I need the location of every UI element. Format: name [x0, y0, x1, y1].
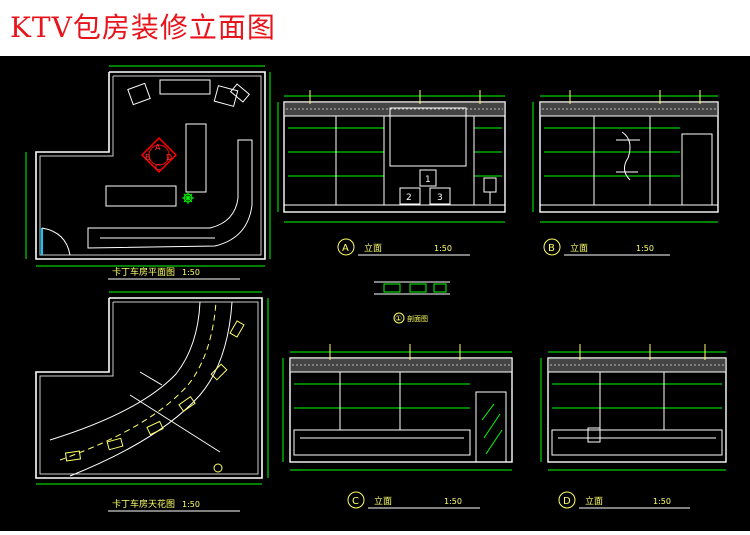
detail-section: [374, 281, 450, 324]
elevation-c-id: C: [352, 496, 359, 507]
elevation-a-scale: 1:50: [434, 244, 452, 253]
elevation-d-marker: [558, 491, 576, 509]
cabinet-number-1: 1: [425, 175, 431, 185]
elevation-a-cabinet-2: [399, 187, 421, 205]
elevation-d-sofa: [551, 429, 723, 456]
ceiling-light-2: [210, 363, 228, 381]
elevation-c-label: 立面: [374, 495, 392, 507]
floor-plan-door-swing: [41, 227, 71, 256]
elevation-c-frame: [289, 357, 513, 463]
elevation-a: [277, 90, 506, 223]
ceiling-plan-scale: 1:50: [182, 500, 200, 509]
detail-section-block-3: [433, 283, 447, 293]
cabinet-number-2: 2: [406, 193, 412, 203]
elevation-a-cabinet-1: [419, 169, 437, 187]
detail-section-block-1: [383, 283, 401, 293]
cad-drawing-area: A B D C 卡丁车房平面图 1:50 卡丁车房天花图 1:50: [0, 56, 750, 531]
detail-marker: [393, 312, 405, 324]
elevation-a-label: 立面: [364, 242, 382, 254]
ceiling-light-4: [146, 420, 164, 436]
floor-plan-scale: 1:50: [182, 268, 200, 277]
elevation-a-cabinet-3: [429, 187, 451, 205]
compass-label-b: B: [145, 153, 151, 162]
elevation-a-marker: [337, 238, 355, 256]
ceiling-downlight-icon: [213, 463, 223, 473]
floor-plan-cabinet: [105, 185, 177, 207]
elevation-c-scale: 1:50: [444, 497, 462, 506]
elevation-b-door: [681, 133, 713, 206]
cabinet-number-3: 3: [437, 193, 443, 203]
detail-id: ①: [395, 314, 402, 323]
ceiling-beam-1: [129, 394, 221, 453]
elevation-b-ceiling-band: [539, 101, 719, 117]
ceiling-plan: [35, 291, 269, 485]
elevation-c-door-glass-3: [485, 429, 503, 455]
elevation-c-door-glass-1: [481, 403, 495, 421]
floor-plan-armchair-right: [213, 85, 239, 107]
elevation-c-marker: [347, 491, 365, 509]
floor-plan-inner-wall: [39, 75, 262, 256]
compass-label-a: A: [155, 143, 161, 152]
elevation-b-kart-decal-icon: [616, 131, 640, 181]
cad-drawing: A B D C 卡丁车房平面图 1:50 卡丁车房天花图 1:50: [25, 65, 727, 512]
detail-label: 剖面图: [407, 314, 428, 323]
compass-circle: [148, 144, 170, 166]
elevation-c-door-glass-2: [483, 413, 501, 439]
elevation-d-frame: [547, 357, 727, 463]
elevation-c-sofa: [293, 429, 471, 456]
page-title: KTV包房装修立面图: [10, 11, 276, 44]
ceiling-plan-inner-wall: [39, 301, 259, 475]
elevation-b-scale: 1:50: [636, 244, 654, 253]
ceiling-curve-outer: [69, 301, 233, 477]
floor-plan: [25, 65, 271, 267]
elevation-b-marker: [543, 238, 561, 256]
ceiling-light-3: [178, 396, 196, 412]
elevation-b: [532, 90, 719, 223]
ceiling-curve-inner-2: [49, 301, 201, 441]
ceiling-plan-outer-wall: [35, 297, 263, 479]
elevation-d-ceiling-band: [547, 357, 727, 373]
floor-plan-table: [185, 123, 207, 193]
elevation-d-scale: 1:50: [653, 497, 671, 506]
plant-leaves-icon: [182, 192, 194, 204]
ceiling-light-5: [106, 437, 124, 451]
ceiling-light-6: [64, 450, 82, 462]
elevation-d-id: D: [563, 496, 571, 507]
ceiling-plan-caption: 卡丁车房天花图: [112, 498, 175, 510]
floor-plan-caption: 卡丁车房平面图: [112, 266, 175, 278]
elevation-b-label: 立面: [570, 242, 588, 254]
elevation-a-id: A: [342, 243, 349, 254]
title-bar: KTV包房装修立面图: [0, 0, 750, 56]
elevation-a-frame: [283, 101, 506, 213]
elevation-a-chair-icon: [483, 177, 497, 204]
ceiling-beam-2: [139, 371, 163, 386]
floor-plan-sofa: [87, 139, 253, 249]
ceiling-curve-inner: [59, 301, 217, 461]
floor-plan-outer-wall: [35, 71, 266, 260]
elevation-c: [282, 344, 513, 471]
elevation-b-id: B: [548, 243, 555, 254]
compass-icon: [140, 136, 178, 174]
detail-section-block-2: [409, 283, 427, 293]
elevation-b-frame: [539, 101, 719, 213]
elevation-d-label: 立面: [585, 495, 603, 507]
compass-label-c: C: [155, 163, 161, 172]
floor-plan-cart: [229, 83, 251, 103]
floor-plan-tv-wall: [159, 79, 211, 95]
elevation-a-tv-screen: [389, 107, 467, 167]
ceiling-light-1: [229, 320, 245, 338]
elevation-d: [540, 344, 727, 471]
floor-plan-armchair-left: [127, 82, 151, 106]
elevation-d-chair-icon: [587, 427, 601, 443]
compass-label-d: D: [166, 153, 172, 162]
